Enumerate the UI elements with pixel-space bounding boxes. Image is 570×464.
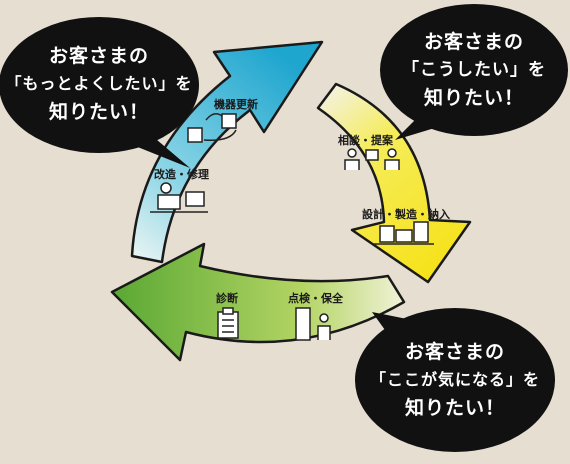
speech-bubble-bottom-right <box>355 308 555 452</box>
speech-bubble-top-right <box>380 4 568 140</box>
bubble-line: お客さまの <box>423 31 524 53</box>
bubble-line: 「もっとよくしたい」を <box>5 74 193 93</box>
bubble-line: 知りたい！ <box>423 87 524 109</box>
refresh-icon <box>187 113 237 143</box>
bubble-line: 「ここが気になる」を <box>369 370 540 389</box>
bubble-line: お客さまの <box>48 45 149 67</box>
factory-equipment-icon <box>374 221 434 245</box>
arrow-green <box>110 242 406 362</box>
bubble-line: 知りたい！ <box>48 101 149 123</box>
speech-bubble-top-left <box>0 17 199 168</box>
clipboard-icon <box>217 307 239 339</box>
bubble-line: お客さまの <box>404 341 505 363</box>
consultation-icon <box>344 148 400 170</box>
bubble-text-bottom-right: お客さまの 「ここが気になる」を 知りたい！ <box>360 338 550 422</box>
bubble-text-top-left: お客さまの 「もっとよくしたい」を 知りたい！ <box>4 42 194 126</box>
bubble-line: 知りたい！ <box>404 397 505 419</box>
step-label-consult: 相談・提案 <box>338 134 393 147</box>
step-label-inspection: 点検・保全 <box>288 292 343 305</box>
worker-at-desk-icon <box>150 182 208 213</box>
step-label-renewal: 機器更新 <box>214 98 258 111</box>
step-label-repair: 改造・修理 <box>154 168 209 181</box>
arrow-yellow <box>316 82 472 284</box>
bubble-line: 「こうしたい」を <box>402 60 546 80</box>
maintenance-worker-icon <box>295 307 331 341</box>
bubble-text-top-right: お客さまの 「こうしたい」を 知りたい！ <box>384 28 564 112</box>
step-label-design: 設計・製造・納入 <box>362 208 450 221</box>
step-label-diagnosis: 診断 <box>216 292 238 305</box>
